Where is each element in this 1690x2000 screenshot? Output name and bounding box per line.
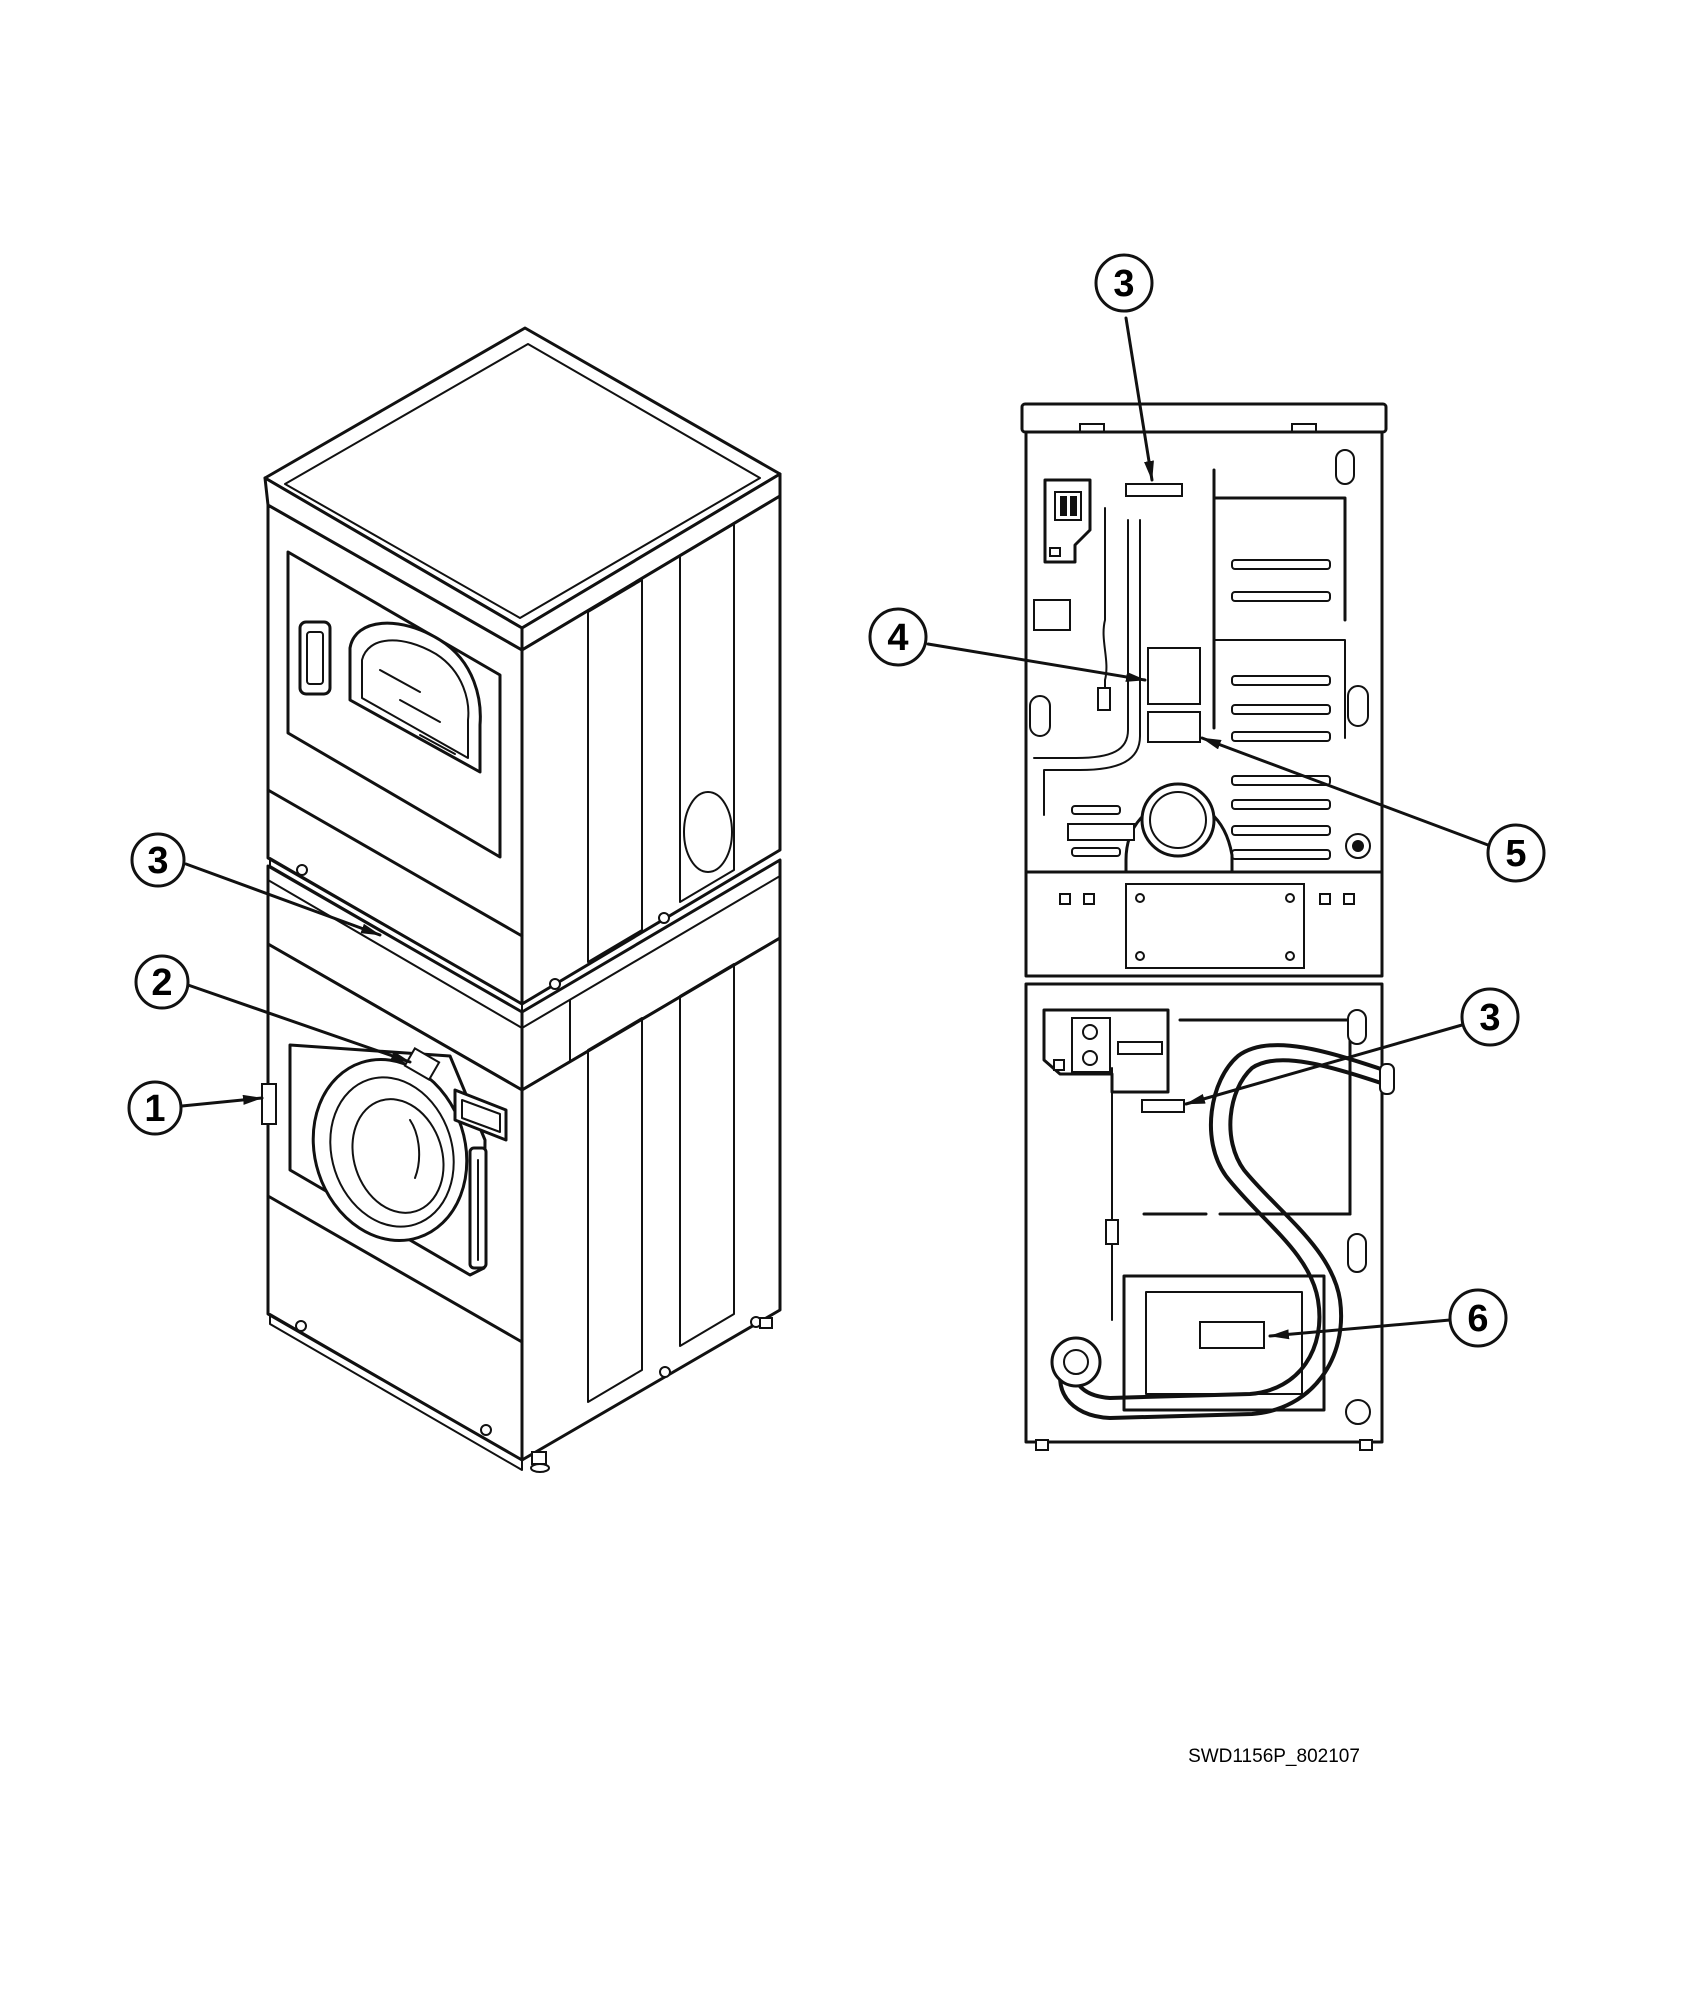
callout-6-label: 6: [1467, 1298, 1488, 1340]
leader-1: [180, 1094, 264, 1108]
leader-2: [186, 983, 412, 1064]
front-view-stacked-units: [261, 326, 782, 1473]
callout-3-front: 3: [130, 832, 186, 888]
callout-2-label: 2: [151, 962, 172, 1004]
callout-3-rear-top: 3: [1094, 253, 1154, 313]
callout-3-rear-bottom-label: 3: [1479, 997, 1500, 1039]
callout-leaders: [180, 316, 1490, 1340]
leader-4: [926, 642, 1147, 682]
dryer-unit: [263, 326, 782, 1013]
callout-4-label: 4: [887, 617, 908, 659]
callout-3-rear-bottom: 3: [1460, 987, 1520, 1047]
callout-5: 5: [1486, 823, 1546, 883]
callout-3-rear-top-label: 3: [1113, 263, 1134, 305]
leader-3-rear-top: [1124, 316, 1154, 482]
callout-1-label: 1: [144, 1088, 165, 1130]
washer-unit: [261, 936, 782, 1473]
document-id: SWD1156P_802107: [1188, 1746, 1360, 1767]
callout-6: 6: [1448, 1288, 1508, 1348]
rear-view-stacked-units: [1020, 402, 1395, 1451]
callout-3-front-label: 3: [147, 840, 168, 882]
leader-5: [1200, 736, 1490, 847]
callout-4: 4: [868, 607, 928, 667]
stack-kit-spacer: [266, 858, 782, 1092]
leader-3-rear-bottom: [1184, 1023, 1464, 1106]
callout-5-label: 5: [1505, 833, 1526, 875]
leader-3-front: [184, 862, 382, 937]
leader-6: [1268, 1318, 1452, 1340]
callout-2: 2: [134, 954, 190, 1010]
callout-1: 1: [127, 1080, 183, 1136]
